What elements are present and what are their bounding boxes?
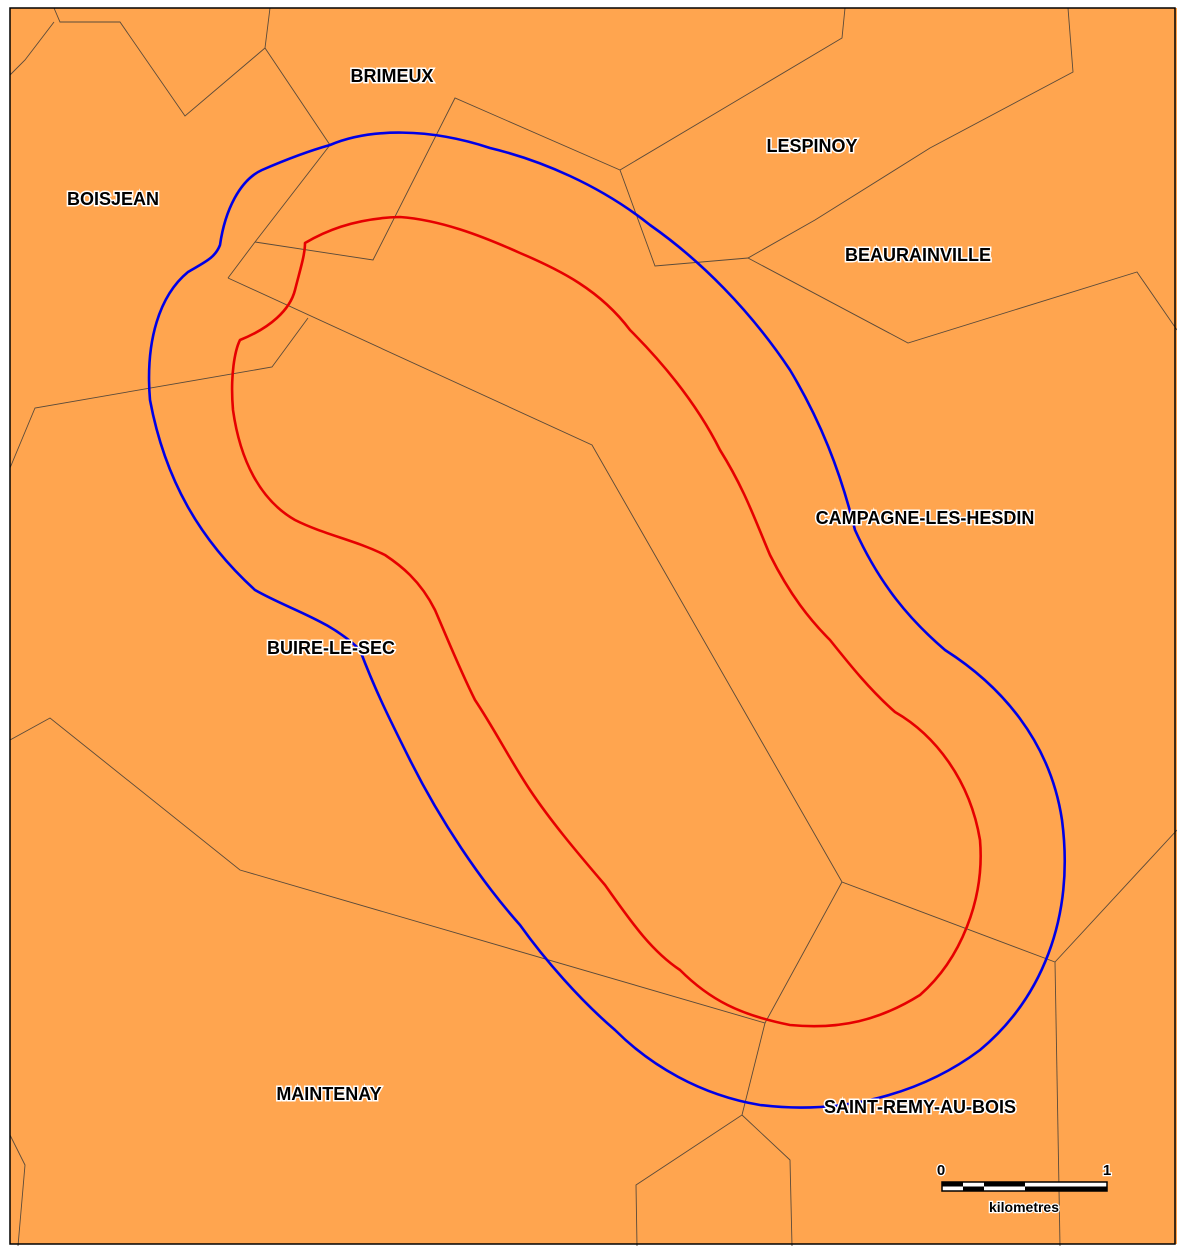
scale-bar-start-label: 0 [937,1162,945,1179]
commune-labels: BRIMEUX LESPINOY BOISJEAN BEAURAINVILLE … [65,65,1035,1119]
scale-bar-segment [1025,1186,1107,1191]
commune-label-lespinoy: LESPINOY [766,136,857,156]
boundary-line [9,1134,26,1247]
boundary-line [53,7,271,117]
commune-label-campagne: CAMPAGNE-LES-HESDIN [816,508,1035,528]
commune-label-boisjean: BOISJEAN [67,189,159,209]
boundary-line [635,1022,766,1247]
commune-label-brimeux: BRIMEUX [350,66,433,86]
boundary-line [9,717,843,1024]
commune-label-maintenay: MAINTENAY [276,1084,381,1104]
inner-zone-outline [230,215,982,1028]
boundary-line [747,257,1177,344]
commune-boundaries [9,7,1177,1247]
scale-bar: 0 1 kilometres [936,1161,1113,1217]
scale-bar-end-label: 1 [1103,1162,1111,1179]
map-frame-border [9,7,1176,1245]
scale-bar-segment [984,1182,1025,1187]
scale-bar-segment [963,1186,984,1191]
scale-bar-unit-label: kilometres [989,1199,1059,1215]
boundary-line [9,317,309,469]
boundary-line [9,21,55,76]
commune-label-saint-remy: SAINT-REMY-AU-BOIS [824,1097,1016,1117]
commune-label-buire: BUIRE-LE-SEC [267,638,395,658]
scale-bar-segment [942,1182,963,1187]
boundary-line [1054,961,1061,1247]
outer-zone-outline [147,131,1066,1109]
boundary-line [619,7,1074,267]
land-background [10,8,1177,1244]
boundary-line [254,7,846,261]
commune-label-beaurainville: BEAURAINVILLE [845,245,991,265]
boundary-line [741,1114,793,1247]
boundary-line [227,47,331,279]
